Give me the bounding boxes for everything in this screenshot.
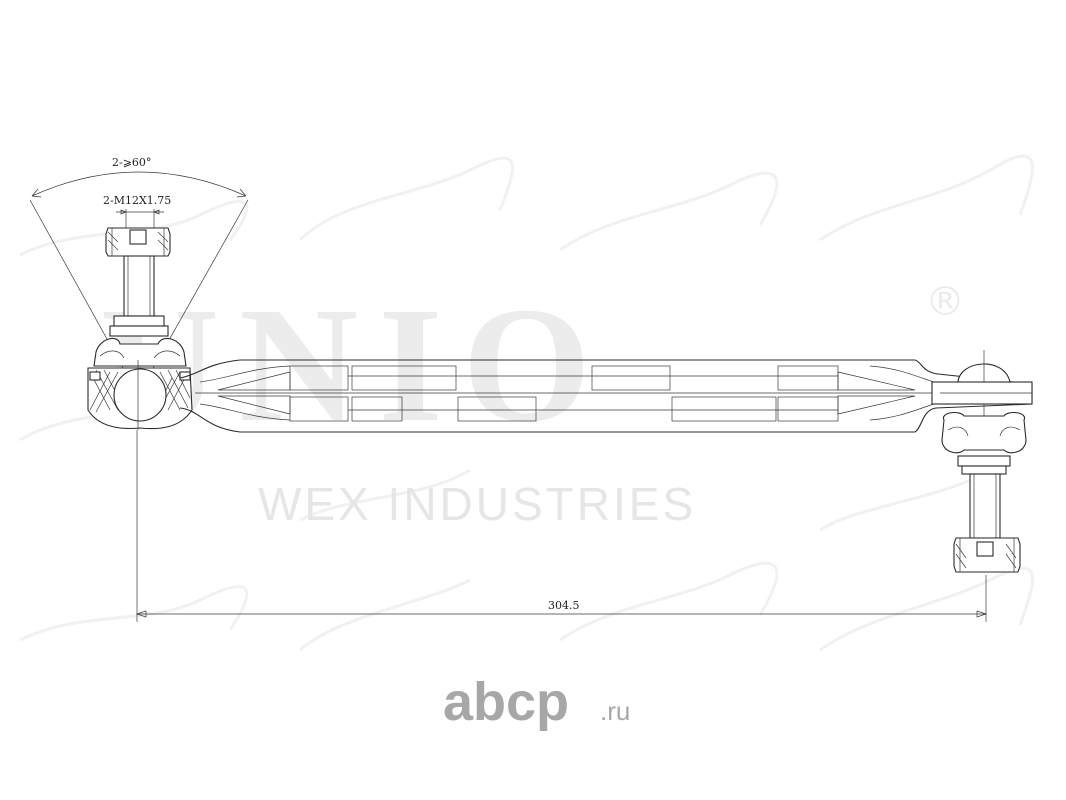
abcp-logo-text: abcp: [443, 672, 569, 732]
angle-dimension-label: 2-⩾60°: [112, 156, 151, 169]
right-ball-joint: [931, 350, 1033, 573]
abcp-logo-suffix: .ru: [600, 696, 630, 726]
watermark-registered-mark: ®: [925, 279, 965, 325]
length-dimension-label: 304.5: [548, 599, 580, 612]
thread-dimension-label: 2-M12X1.75: [103, 194, 171, 207]
watermark-subtitle: WEX INDUSTRIES: [258, 478, 696, 530]
length-dimension: 304.5: [135, 430, 988, 622]
left-ball-joint: 2-⩾60° 2-M12X1.75: [29, 156, 249, 430]
abcp-logo: abcp .ru: [443, 672, 630, 732]
housing-hatch: [89, 369, 191, 413]
angle-arc: [31, 171, 247, 197]
